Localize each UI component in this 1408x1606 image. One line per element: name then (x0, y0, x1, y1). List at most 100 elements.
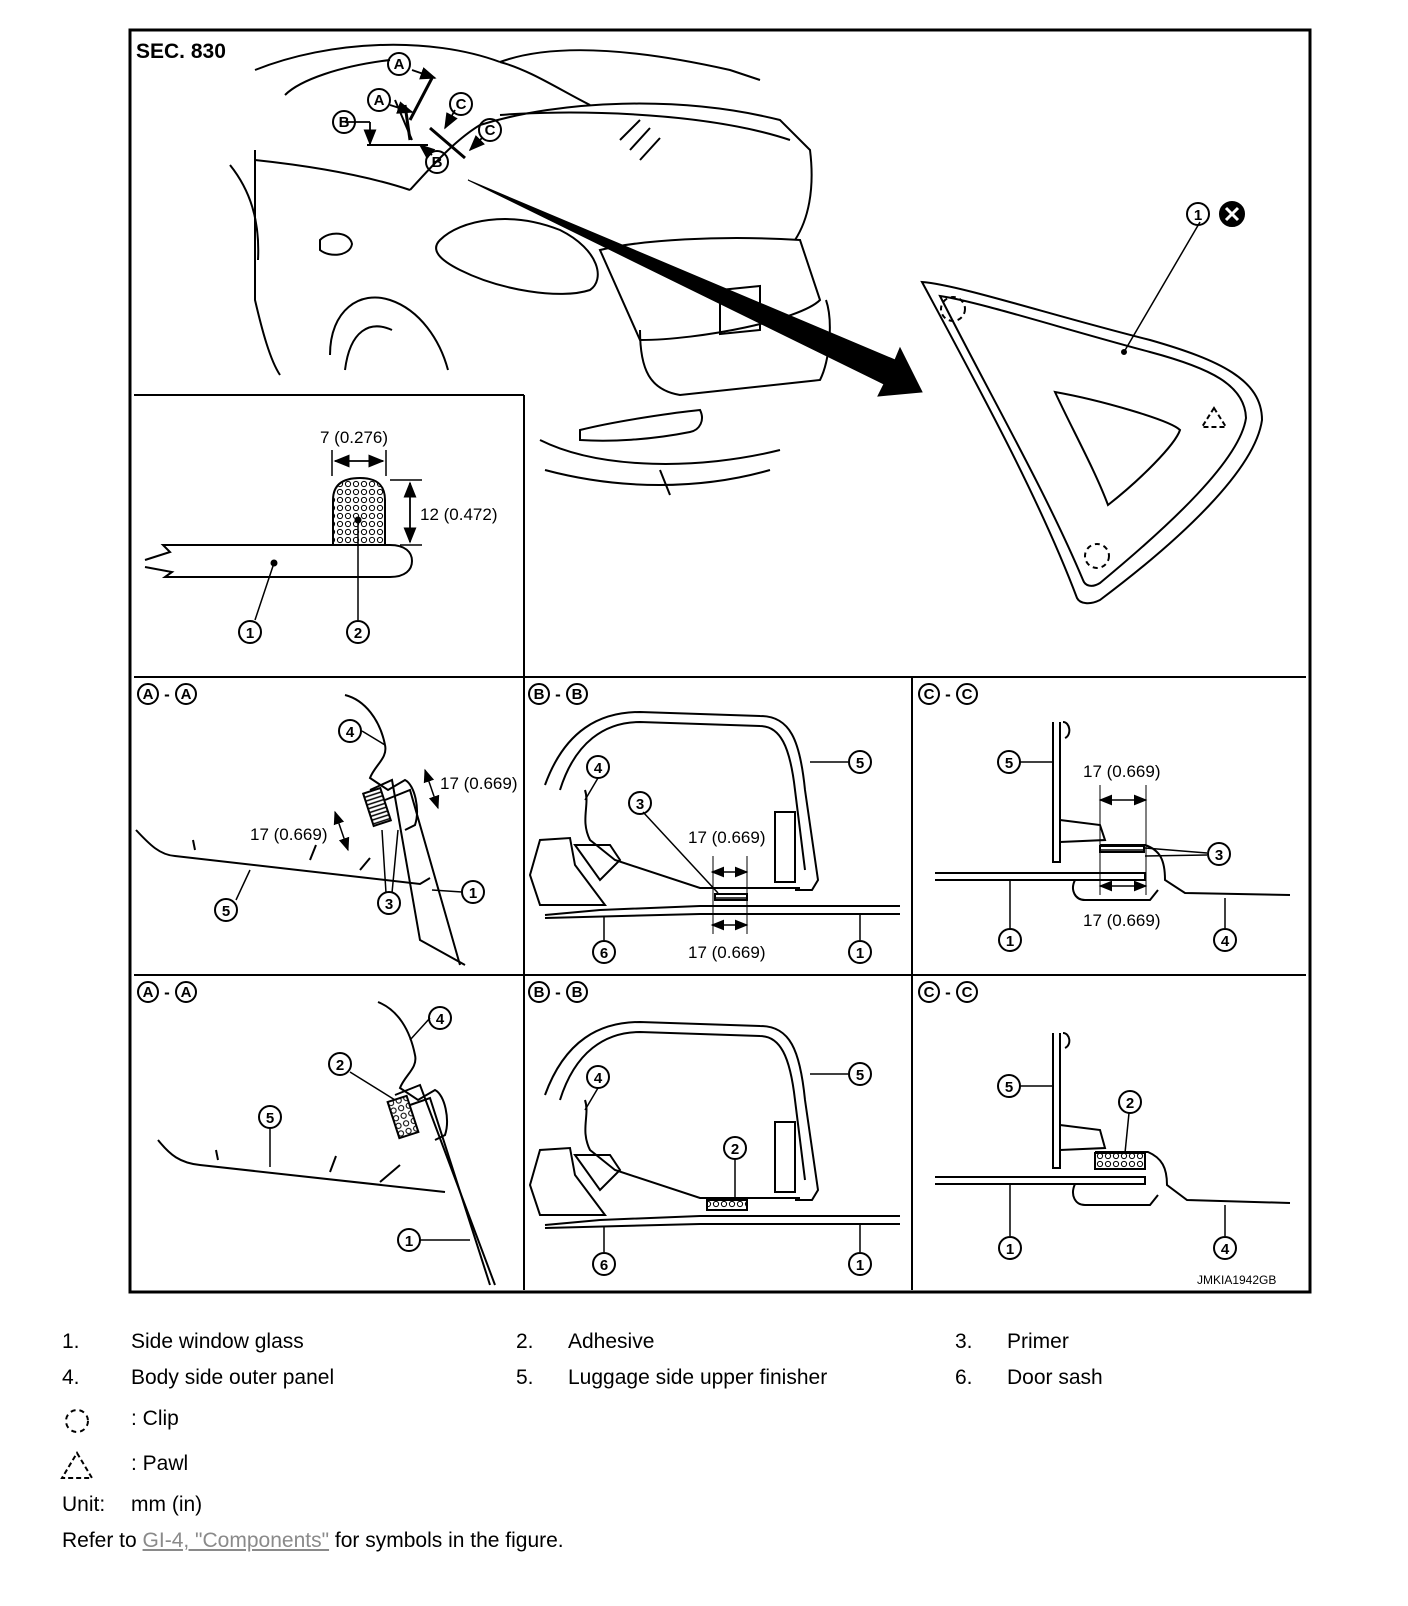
section-a-a-adhesive: 4 2 5 1 (157, 1001, 496, 1286)
svg-text:5: 5 (222, 903, 230, 920)
svg-text:2: 2 (731, 1141, 739, 1158)
refer-note: Refer to GI-4, "Components" for symbols … (62, 1529, 564, 1552)
svg-text:C: C (924, 686, 935, 703)
clip-marker-icon (940, 296, 966, 322)
figure-frame (128, 28, 1312, 1294)
svg-text:A: A (181, 984, 192, 1001)
image-code: JMKIA1942GB (1197, 1273, 1276, 1287)
window-glass-installation-diagram: SEC. 830 JMKIA1942GB (128, 28, 1312, 1294)
svg-text:17 (0.669): 17 (0.669) (440, 774, 518, 793)
svg-text:17 (0.669): 17 (0.669) (688, 828, 766, 847)
svg-text:B: B (534, 984, 545, 1001)
svg-text:3: 3 (385, 896, 393, 913)
section-c-c-adhesive: 5 2 1 4 (935, 1032, 1291, 1260)
svg-text:A: A (143, 984, 154, 1001)
pawl-symbol-label: : Pawl (131, 1452, 189, 1475)
svg-text:1: 1 (1194, 207, 1202, 224)
svg-text:-: - (555, 983, 561, 1002)
svg-text:2: 2 (1126, 1095, 1134, 1112)
svg-text:4: 4 (1221, 1241, 1230, 1258)
svg-text:12 (0.472): 12 (0.472) (420, 505, 498, 524)
svg-text:1: 1 (1006, 1241, 1014, 1258)
svg-text:A: A (181, 686, 192, 703)
svg-text:17 (0.669): 17 (0.669) (688, 943, 766, 962)
svg-text:A: A (374, 92, 385, 109)
section-marker-letters: A A B B C C (332, 52, 502, 174)
legend-item: 4. (62, 1366, 80, 1389)
svg-text:4: 4 (346, 724, 355, 741)
section-label: SEC. 830 (136, 40, 226, 63)
components-reference-link[interactable]: GI-4, "Components" (142, 1529, 330, 1552)
svg-text:C: C (962, 984, 973, 1001)
svg-text:B: B (432, 154, 443, 171)
adhesive-bead-detail: 7 (0.276) 12 (0.472) 1 2 (144, 428, 498, 644)
svg-text:6: 6 (600, 1257, 608, 1274)
svg-text:5: 5 (856, 755, 864, 772)
legend-label: Luggage side upper finisher (568, 1366, 828, 1389)
legend-label: Adhesive (568, 1330, 655, 1353)
svg-text:A: A (143, 686, 154, 703)
svg-text:5: 5 (856, 1067, 864, 1084)
pointer-arrow (467, 179, 923, 397)
unit-label: Unit: (62, 1493, 106, 1516)
svg-text:5: 5 (1005, 755, 1013, 772)
legend-label: Side window glass (131, 1330, 304, 1353)
legend-item: 5. (516, 1366, 534, 1389)
svg-text:4: 4 (1221, 933, 1230, 950)
legend-label: Primer (1007, 1330, 1069, 1353)
section-c-c-primer: 17 (0.669) 17 (0.669) 5 3 1 4 (935, 721, 1291, 952)
svg-text:4: 4 (594, 1070, 603, 1087)
legend-item: 6. (955, 1366, 973, 1389)
svg-text:B: B (572, 686, 583, 703)
svg-text:17 (0.669): 17 (0.669) (1083, 762, 1161, 781)
section-b-b-primer: 17 (0.669) 17 (0.669) 4 3 5 6 1 (528, 710, 900, 964)
svg-text:1: 1 (1006, 933, 1014, 950)
section-a-a-primer: 17 (0.669) 17 (0.669) 4 3 1 5 (135, 694, 518, 966)
section-b-b-adhesive: 4 2 5 6 1 (528, 1020, 900, 1276)
svg-text:C: C (456, 96, 467, 113)
legend-label: Body side outer panel (131, 1366, 335, 1389)
svg-text:2: 2 (354, 625, 362, 642)
svg-text:5: 5 (266, 1110, 274, 1127)
svg-text:C: C (962, 686, 973, 703)
section-headers: A - A B - B C - C A - A B - B C - C (137, 683, 978, 1003)
svg-text:1: 1 (246, 625, 254, 642)
svg-text:C: C (485, 122, 496, 139)
svg-text:5: 5 (1005, 1079, 1013, 1096)
car-rear-view (229, 43, 831, 496)
side-window-glass-shape: 1 (920, 201, 1264, 605)
svg-text:-: - (945, 685, 951, 704)
legend-item: 3. (955, 1330, 973, 1353)
svg-text:17 (0.669): 17 (0.669) (250, 825, 328, 844)
svg-text:1: 1 (856, 945, 864, 962)
svg-text:-: - (945, 983, 951, 1002)
pawl-symbol-icon (60, 1451, 94, 1479)
svg-text:3: 3 (1215, 847, 1223, 864)
svg-text:4: 4 (594, 760, 603, 777)
clip-marker-icon (1084, 543, 1110, 569)
legend-item: 1. (62, 1330, 80, 1353)
legend-label: Door sash (1007, 1366, 1103, 1389)
svg-text:-: - (164, 685, 170, 704)
svg-text:2: 2 (336, 1057, 344, 1074)
svg-text:6: 6 (600, 945, 608, 962)
pawl-marker-icon (1200, 406, 1228, 428)
legend-item: 2. (516, 1330, 534, 1353)
svg-text:4: 4 (436, 1011, 445, 1028)
svg-text:C: C (924, 984, 935, 1001)
svg-text:1: 1 (469, 885, 477, 902)
svg-text:A: A (394, 56, 405, 73)
unit-value: mm (in) (131, 1493, 203, 1516)
svg-text:3: 3 (636, 796, 644, 813)
clip-symbol-icon (65, 1409, 89, 1433)
clip-symbol-label: : Clip (131, 1407, 179, 1430)
svg-text:7 (0.276): 7 (0.276) (320, 428, 388, 447)
svg-text:17 (0.669): 17 (0.669) (1083, 911, 1161, 930)
section-cut-lines (367, 77, 466, 160)
svg-text:B: B (534, 686, 545, 703)
svg-text:B: B (339, 114, 350, 131)
svg-text:-: - (555, 685, 561, 704)
svg-text:-: - (164, 983, 170, 1002)
svg-text:1: 1 (856, 1257, 864, 1274)
svg-text:1: 1 (405, 1233, 413, 1250)
